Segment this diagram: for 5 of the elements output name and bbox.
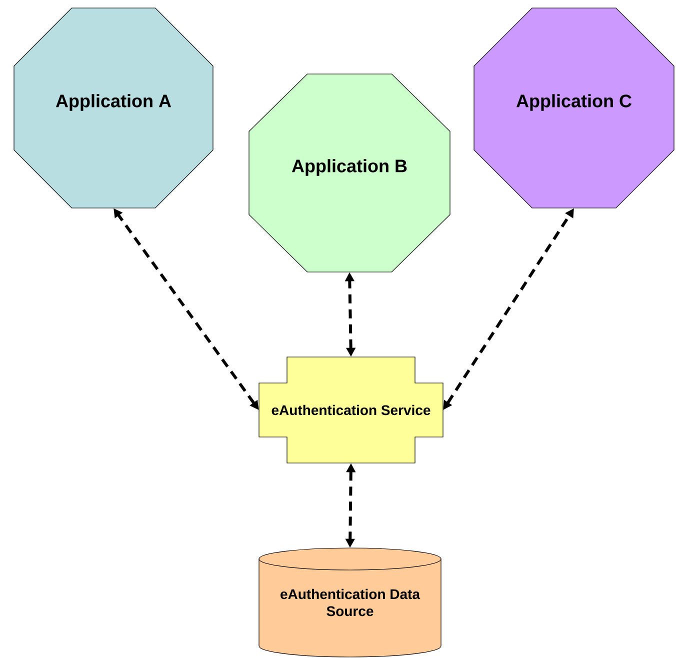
octagon-node: Application A: [14, 8, 214, 208]
octagon-node: Application B: [248, 74, 450, 272]
database-cylinder: eAuthentication Data Source: [258, 548, 442, 658]
octagon-node: Application C: [474, 8, 674, 208]
service-box: eAuthentication Service: [258, 356, 444, 464]
